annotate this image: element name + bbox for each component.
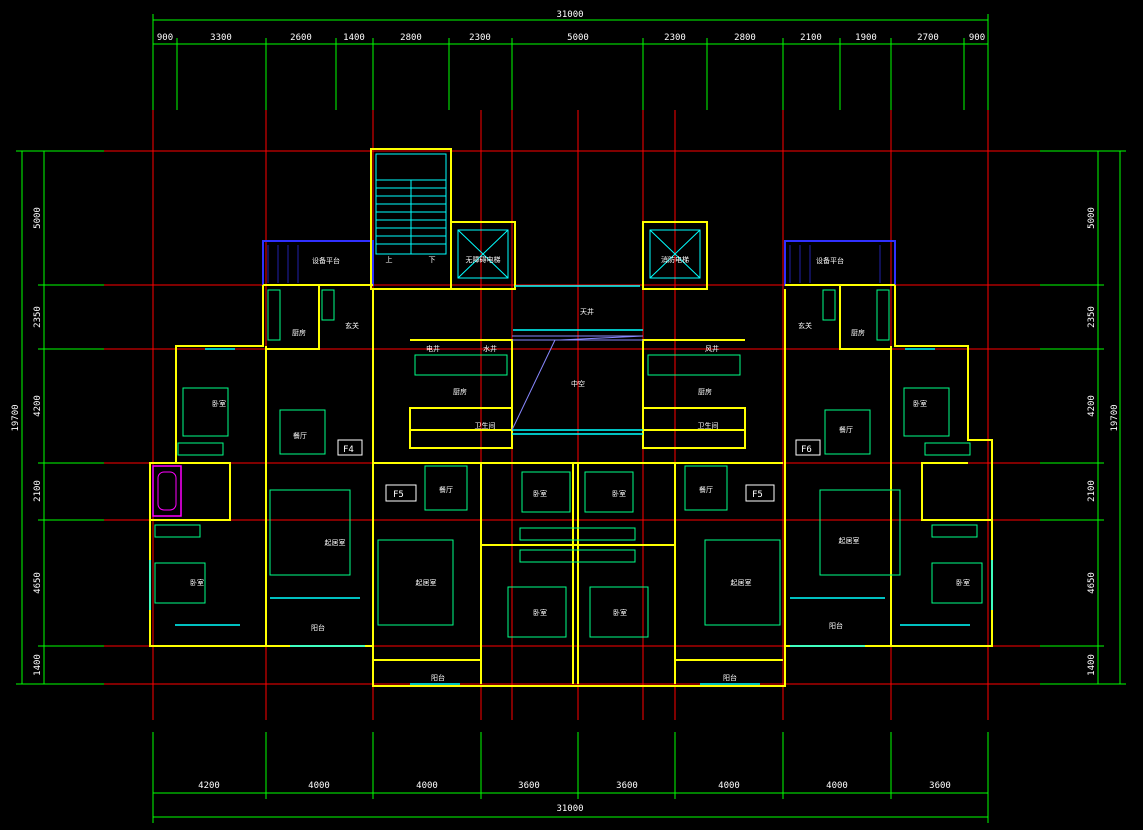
room-label: 厨房 <box>851 328 865 337</box>
room-label: 阳台 <box>311 623 325 632</box>
dimension-texts-right: 19700 5000 2350 4200 2100 4650 1400 <box>1087 207 1120 676</box>
atrium-lines <box>511 335 644 431</box>
room-label: 起居室 <box>731 578 752 587</box>
room-label: 厨房 <box>698 387 712 396</box>
room-label: 卧室 <box>612 489 626 498</box>
room-label: 设备平台 <box>816 256 844 265</box>
room-labels: 上 下 无障碍电梯 消防电梯 设备平台 设备平台 天井 中空 厨房 厨房 厨房 … <box>190 255 970 682</box>
room-label: 无障碍电梯 <box>466 255 501 264</box>
dim-bottom: 4000 <box>826 781 848 791</box>
room-label: 起居室 <box>416 578 437 587</box>
unit-tag: F4 <box>343 445 354 455</box>
dim-bottom: 3600 <box>616 781 638 791</box>
room-label: 卧室 <box>613 608 627 617</box>
dim-left: 2350 <box>33 306 43 328</box>
dim-top-total: 31000 <box>556 10 583 20</box>
room-label: 中空 <box>571 379 585 388</box>
room-label: 阳台 <box>431 673 445 682</box>
dim-right: 2350 <box>1087 306 1097 328</box>
dim-right: 2100 <box>1087 480 1097 502</box>
room-label: 卫生间 <box>475 421 496 430</box>
dim-bottom: 4000 <box>416 781 438 791</box>
unit-tag: F6 <box>801 445 812 455</box>
unit-tag: F5 <box>393 490 404 500</box>
room-label: 阳台 <box>829 621 843 630</box>
bathtub-inner <box>157 471 177 511</box>
room-label: 卧室 <box>190 578 204 587</box>
dim-right: 4650 <box>1087 572 1097 594</box>
dimension-lines <box>16 14 1126 823</box>
room-label: 卧室 <box>212 399 226 408</box>
dim-left: 5000 <box>33 207 43 229</box>
dim-right: 1400 <box>1087 654 1097 676</box>
room-label: 厨房 <box>453 387 467 396</box>
windows <box>149 285 993 685</box>
dim-left-total: 19700 <box>11 404 21 431</box>
dim-top: 5000 <box>567 33 589 43</box>
room-label: 餐厅 <box>699 485 713 494</box>
dim-top: 1900 <box>855 33 877 43</box>
dim-bottom: 4000 <box>308 781 330 791</box>
unit-tag-box <box>385 484 417 502</box>
room-label: 起居室 <box>839 536 860 545</box>
room-label: 阳台 <box>723 673 737 682</box>
unit-tag-box <box>795 439 821 456</box>
dim-top: 2300 <box>469 33 491 43</box>
room-label: 下 <box>429 256 436 264</box>
dim-right-total: 19700 <box>1110 404 1120 431</box>
dim-top: 2600 <box>290 33 312 43</box>
dim-bottom: 3600 <box>518 781 540 791</box>
dimension-texts: 31000 900 3300 2600 1400 2800 2300 5000 … <box>157 10 985 814</box>
room-label: 设备平台 <box>312 256 340 265</box>
room-label: 卫生间 <box>698 421 719 430</box>
furniture <box>154 289 983 638</box>
dim-left: 1400 <box>33 654 43 676</box>
dim-top: 1400 <box>343 33 365 43</box>
dim-top: 2300 <box>664 33 686 43</box>
dim-top: 2700 <box>917 33 939 43</box>
unit-tag: F5 <box>752 490 763 500</box>
room-label: 厨房 <box>292 328 306 337</box>
room-label: 卧室 <box>533 608 547 617</box>
unit-tag-box <box>745 484 775 502</box>
dim-bottom-total: 31000 <box>556 804 583 814</box>
bathtub <box>152 465 182 517</box>
room-label: 起居室 <box>325 538 346 547</box>
dim-right: 4200 <box>1087 395 1097 417</box>
room-label: 玄关 <box>345 321 359 330</box>
room-label: 消防电梯 <box>661 255 689 264</box>
stair-core <box>375 153 701 279</box>
unit-tags: F4 F5 F5 F6 <box>337 439 821 502</box>
dim-bottom: 4200 <box>198 781 220 791</box>
dim-top: 2800 <box>400 33 422 43</box>
dim-top: 900 <box>969 33 985 43</box>
room-label: 卧室 <box>956 578 970 587</box>
dim-top: 2100 <box>800 33 822 43</box>
dim-right: 5000 <box>1087 207 1097 229</box>
walls <box>149 148 993 687</box>
room-label: 餐厅 <box>293 431 307 440</box>
room-label: 上 <box>386 255 393 264</box>
room-label: 卧室 <box>533 489 547 498</box>
dimension-texts-left: 19700 5000 2350 4200 2100 4650 1400 <box>11 207 43 676</box>
room-label: 电井 <box>426 344 440 353</box>
dim-top: 2800 <box>734 33 756 43</box>
room-label: 餐厅 <box>839 425 853 434</box>
dim-top: 900 <box>157 33 173 43</box>
dim-left: 4200 <box>33 395 43 417</box>
room-label: 水井 <box>483 344 497 353</box>
room-label: 卧室 <box>913 399 927 408</box>
dim-bottom: 3600 <box>929 781 951 791</box>
room-label: 风井 <box>705 344 719 353</box>
room-label: 玄关 <box>798 321 812 330</box>
room-label: 天井 <box>580 307 594 316</box>
dim-left: 4650 <box>33 572 43 594</box>
dim-top: 3300 <box>210 33 232 43</box>
dim-left: 2100 <box>33 480 43 502</box>
dim-bottom: 4000 <box>718 781 740 791</box>
room-label: 餐厅 <box>439 485 453 494</box>
unit-tag-box <box>337 439 363 456</box>
